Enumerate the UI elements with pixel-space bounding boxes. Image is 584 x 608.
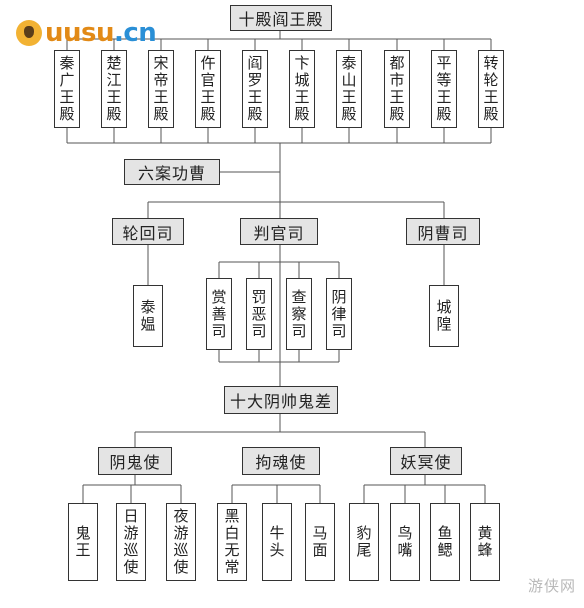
king-node: 转轮王殿 <box>478 50 504 128</box>
panguan-sub-node: 赏善司 <box>206 278 232 350</box>
marshal-node: 豹尾 <box>349 503 379 581</box>
group-node-yaoming: 妖冥使 <box>390 447 462 475</box>
panguan-sub-node: 查察司 <box>286 278 312 350</box>
chenghuang-node: 城隍 <box>429 285 459 347</box>
king-node: 秦广王殿 <box>54 50 80 128</box>
logo-mascot-icon <box>16 20 42 46</box>
marshal-node: 牛头 <box>262 503 292 581</box>
king-node: 泰山王殿 <box>336 50 362 128</box>
marshal-node: 鸟嘴 <box>390 503 420 581</box>
watermark: 游侠网 <box>527 577 576 595</box>
marshal-node: 黄蜂 <box>470 503 500 581</box>
marshal-node: 日游巡使 <box>116 503 146 581</box>
king-node: 宋帝王殿 <box>148 50 174 128</box>
king-node: 阎罗王殿 <box>242 50 268 128</box>
dept-node-panguan: 判官司 <box>240 218 318 245</box>
king-node: 都市王殿 <box>384 50 410 128</box>
king-node: 平等王殿 <box>431 50 457 128</box>
marshal-node: 鱼鳃 <box>430 503 460 581</box>
dept-node-yincao: 阴曹司 <box>406 218 480 245</box>
panguan-sub-node: 阴律司 <box>326 278 352 350</box>
marshal-node: 鬼王 <box>68 503 98 581</box>
marshal-node: 黑白无常 <box>217 503 247 581</box>
ten-marshals-node: 十大阴帅鬼差 <box>224 386 338 414</box>
marshal-node: 马面 <box>305 503 335 581</box>
logo-text: uusu.cn <box>45 18 157 48</box>
group-node-yingui: 阴鬼使 <box>98 447 172 475</box>
king-node: 卞城王殿 <box>289 50 315 128</box>
panguan-sub-node: 罚恶司 <box>246 278 272 350</box>
taiao-node: 泰媪 <box>133 285 163 347</box>
dept-node-lunhui: 轮回司 <box>112 218 184 245</box>
marshal-node: 夜游巡使 <box>166 503 196 581</box>
site-logo: uusu.cn <box>16 18 157 48</box>
group-node-juhun: 拘魂使 <box>242 447 320 475</box>
root-node: 十殿阎王殿 <box>230 5 332 31</box>
king-node: 楚江王殿 <box>101 50 127 128</box>
six-officials-node: 六案功曹 <box>124 159 220 185</box>
king-node: 仵官王殿 <box>195 50 221 128</box>
